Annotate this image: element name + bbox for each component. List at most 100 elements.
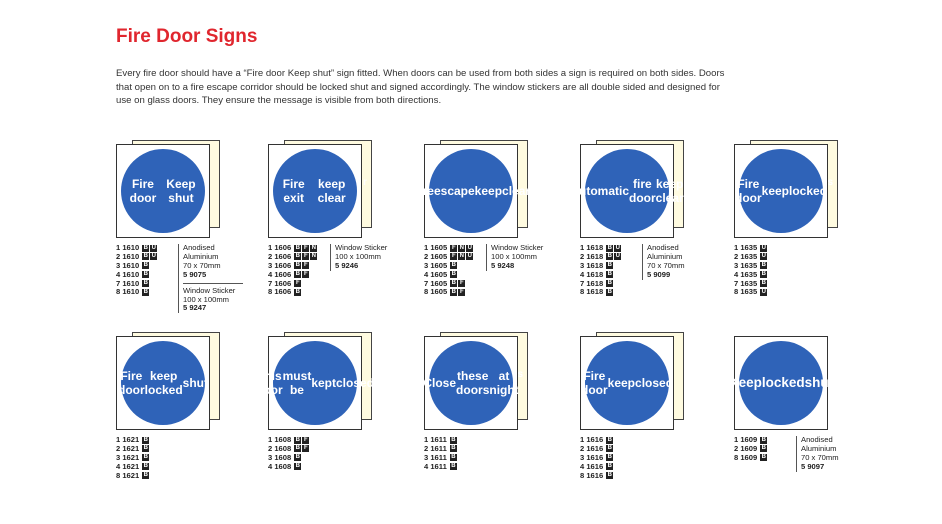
code-text: 4 1635 — [734, 269, 760, 279]
code-text: 7 1606 — [268, 278, 294, 288]
format-badge: B — [142, 271, 150, 279]
code-row: 7 1606 F — [268, 278, 317, 289]
code-row: 1 1621 B — [116, 435, 150, 445]
code-text: 1 1610 — [116, 243, 142, 252]
code-row: 3 1621 B — [116, 452, 150, 463]
code-text: 1 1635 — [734, 243, 760, 252]
sign-text-line: locked — [761, 375, 805, 390]
format-badge: F — [302, 262, 310, 270]
code-text: 2 1611 — [424, 443, 449, 453]
code-text: 3 1608 — [268, 452, 294, 462]
code-text: 1 1609 — [734, 435, 760, 444]
sign-text-line: at night — [489, 369, 519, 397]
code-text: 3 1621 — [116, 452, 142, 462]
code-text: 4 1605 — [424, 269, 450, 279]
sign-text-line: This door — [255, 369, 283, 397]
format-badge: F — [302, 436, 310, 444]
code-row: 2 1609 B — [734, 444, 768, 454]
format-badge: B — [606, 253, 614, 261]
intro-paragraph: Every fire door should have a “Fire door… — [116, 68, 725, 107]
format-badge: B — [606, 288, 614, 296]
format-badge: B — [606, 436, 614, 444]
code-text: 4 1608 — [268, 461, 294, 471]
code-text: 4 1610 — [116, 269, 142, 279]
format-badge: B — [142, 454, 150, 462]
note-line: 5 9247 — [183, 303, 207, 313]
sign-text-line: Fire door — [734, 177, 762, 205]
format-badge: B — [294, 288, 302, 296]
sign-text-line: Fire door — [129, 177, 157, 205]
code-row: 3 1611 B — [424, 452, 457, 463]
format-badge: U — [614, 253, 622, 261]
format-badge: B — [606, 472, 614, 480]
code-text: 3 1611 — [424, 452, 449, 462]
note-line: 100 x 100mm — [183, 294, 230, 304]
code-row: 7 1610 B — [116, 278, 157, 289]
sign-text-line: Fire door — [117, 369, 145, 397]
format-badge: B — [294, 262, 302, 270]
code-text: 7 1618 — [580, 278, 606, 288]
code-text: 8 1609 — [734, 452, 760, 462]
code-text: 4 1621 — [116, 461, 142, 471]
note-line: Aluminium — [647, 251, 683, 261]
sign-circle: Fire door Keep shut — [121, 149, 205, 233]
format-badge: B — [142, 288, 150, 296]
code-text: 3 1616 — [580, 452, 606, 462]
sign-text-line: locked — [789, 184, 828, 198]
format-badge: B — [294, 253, 302, 261]
format-badge: F — [302, 253, 310, 261]
format-badge: U — [466, 244, 474, 252]
format-badge: B — [449, 454, 457, 462]
code-row: 1 1611 B — [424, 435, 457, 445]
code-row: 3 1610 B — [116, 261, 157, 271]
note-line: 5 9099 — [647, 269, 671, 279]
code-row: 3 1635 B — [734, 261, 768, 271]
format-badge: B — [294, 454, 302, 462]
note-line: Window Sticker — [183, 285, 236, 295]
format-badge: B — [606, 445, 614, 453]
code-row: 3 1618 B — [580, 260, 621, 271]
code-row: 4 1621 B — [116, 461, 150, 472]
code-text: 1 1616 — [580, 435, 606, 444]
sign-text-line: fire door — [629, 177, 656, 205]
code-row: 1 1635 U — [734, 243, 768, 253]
code-text: 8 1618 — [580, 287, 606, 297]
code-text: 3 1618 — [580, 260, 606, 270]
code-row: 8 1635 U — [734, 288, 768, 297]
format-badge: N — [310, 244, 318, 252]
code-text: 8 1605 — [424, 287, 450, 297]
code-text: 7 1605 — [424, 278, 450, 288]
format-badge: U — [614, 244, 622, 252]
code-text: 4 1616 — [580, 461, 606, 471]
sign-text-line: Keep shut — [166, 177, 196, 205]
code-text: 4 1611 — [424, 461, 449, 471]
sign-text-line: Fire — [411, 184, 434, 198]
page-title: Fire Door Signs — [116, 26, 258, 47]
sign-text-line: Fire exit — [282, 177, 305, 205]
code-text: 7 1610 — [116, 278, 142, 288]
